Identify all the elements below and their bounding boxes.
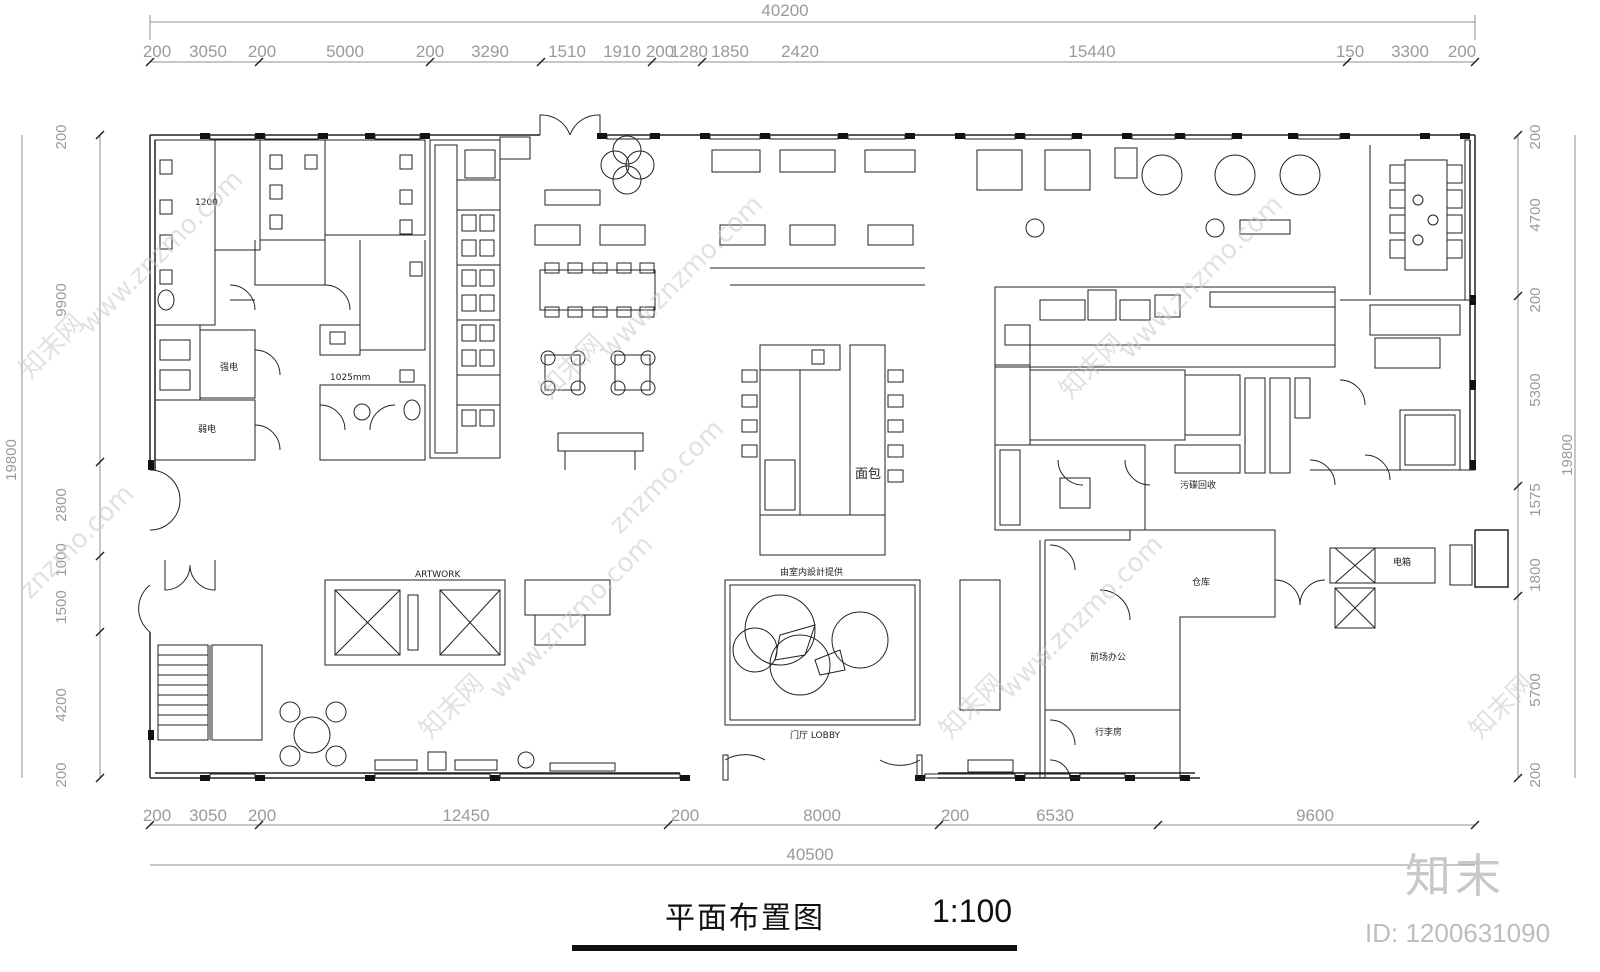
dim-right-seg: 200 — [1527, 124, 1544, 149]
dim-right-seg: 200 — [1527, 287, 1544, 312]
dim-top-seg: 1280 — [670, 42, 708, 61]
dim-top-seg: 200 — [646, 42, 674, 61]
dim-top-seg: 200 — [1448, 42, 1476, 61]
dim-top-seg: 5000 — [326, 42, 364, 61]
dim-top-seg: 3300 — [1391, 42, 1429, 61]
watermark-site: www.znzmo.com — [994, 530, 1169, 705]
dim-bottom-seg: 6530 — [1036, 806, 1074, 825]
dim-top-seg: 1910 — [603, 42, 641, 61]
dim-bottom-seg: 200 — [143, 806, 171, 825]
room-lobby: 门厅 LOBBY — [790, 729, 840, 741]
drawing-title: 平面布置图 — [665, 901, 825, 936]
room-dish-return: 污碟回收 — [1180, 479, 1216, 491]
dim-top-seg: 150 — [1336, 42, 1364, 61]
elevator-block — [324, 579, 611, 666]
bread-counter — [741, 344, 904, 556]
dim-left-seg: 1500 — [53, 590, 70, 623]
room-provided-label: 由室内設計提供 — [780, 566, 843, 578]
room-size-1025: 1025mm — [330, 373, 370, 383]
dim-left-total: 19800 — [3, 439, 20, 481]
dim-left-seg: 200 — [53, 762, 70, 787]
dim-bottom-total: 40500 — [786, 845, 833, 864]
room-artwork: ARTWORK — [415, 570, 461, 580]
dim-bottom-seg: 8000 — [803, 806, 841, 825]
dim-right-seg: 5300 — [1527, 373, 1544, 406]
dim-left-seg: 4200 — [53, 688, 70, 721]
dim-right-seg: 4700 — [1527, 198, 1544, 231]
room-size-1200: 1200 — [195, 198, 218, 208]
title-underline — [572, 945, 1017, 951]
drawing-scale: 1:100 — [932, 893, 1013, 929]
booth-seating — [429, 139, 501, 459]
exterior-walls — [149, 134, 1509, 779]
dim-top-seg: 1850 — [711, 42, 749, 61]
staircase — [138, 469, 263, 741]
watermarks: 知末网 www.znzmo.com znzmo.com 知末网 www.znzm… — [14, 165, 1540, 745]
dim-right-seg: 200 — [1527, 762, 1544, 787]
dim-bottom-seg: 3050 — [189, 806, 227, 825]
dim-top-seg: 1510 — [548, 42, 586, 61]
dim-top-seg: 15440 — [1068, 42, 1115, 61]
dimension-lines — [21, 15, 1576, 866]
dim-top-total: 40200 — [761, 1, 808, 20]
dining-tables-west — [534, 135, 656, 470]
room-bread: 面包 — [855, 467, 881, 482]
room-storage: 仓库 — [1192, 576, 1210, 588]
dim-bottom-seg: 9600 — [1296, 806, 1334, 825]
dim-bottom-seg: 200 — [248, 806, 276, 825]
restroom-block — [154, 139, 426, 461]
watermark-brand: 知末网 — [414, 669, 490, 745]
dim-right-seg: 5700 — [1527, 673, 1544, 706]
watermark-logo: 知末 — [1405, 849, 1505, 903]
dim-right-total: 19800 — [1559, 434, 1576, 476]
dim-bottom-seg: 200 — [941, 806, 969, 825]
dim-top-seg: 200 — [416, 42, 444, 61]
room-front-office: 前场办公 — [1090, 651, 1126, 663]
dim-bottom-seg: 12450 — [442, 806, 489, 825]
dim-top-seg: 200 — [248, 42, 276, 61]
watermark-site: www.znzmo.com — [1114, 190, 1289, 365]
dimension-ticks — [95, 57, 1523, 830]
dim-top-seg: 200 — [143, 42, 171, 61]
dim-left-seg: 1000 — [53, 543, 70, 576]
lobby-feature — [722, 579, 923, 781]
room-strong-power: 强电 — [220, 361, 238, 373]
watermark-site: www.znzmo.com — [484, 530, 659, 705]
room-luggage: 行李房 — [1095, 726, 1122, 738]
window-marks[interactable] — [148, 133, 1476, 781]
dimension-texts: 40200 200 3050 200 5000 200 3290 1510 19… — [3, 1, 1576, 864]
dim-top-seg: 2420 — [781, 42, 819, 61]
back-office — [1039, 529, 1473, 779]
watermark-site: znzmo.com — [14, 479, 140, 605]
room-weak-power: 弱电 — [198, 423, 216, 435]
watermark-id: ID: 1200631090 — [1365, 918, 1551, 948]
dim-left-seg: 9900 — [53, 283, 70, 316]
banquet-table — [1369, 139, 1471, 301]
dim-top-seg: 3290 — [471, 42, 509, 61]
round-table — [279, 701, 347, 767]
dim-left-seg: 200 — [53, 124, 70, 149]
top-entrance-door[interactable] — [499, 114, 601, 160]
south-display — [374, 579, 1014, 773]
dim-left-seg: 2800 — [53, 488, 70, 521]
dim-bottom-seg: 200 — [671, 806, 699, 825]
dim-top-seg: 3050 — [189, 42, 227, 61]
dim-right-seg: 1575 — [1527, 483, 1544, 516]
dining-tables-north — [710, 147, 1321, 286]
watermark-site: www.znzmo.com — [594, 190, 769, 365]
kitchen — [994, 286, 1475, 531]
window-glazing — [209, 134, 1341, 779]
room-electric-box: 电箱 — [1393, 556, 1411, 568]
dim-right-seg: 1800 — [1527, 558, 1544, 591]
